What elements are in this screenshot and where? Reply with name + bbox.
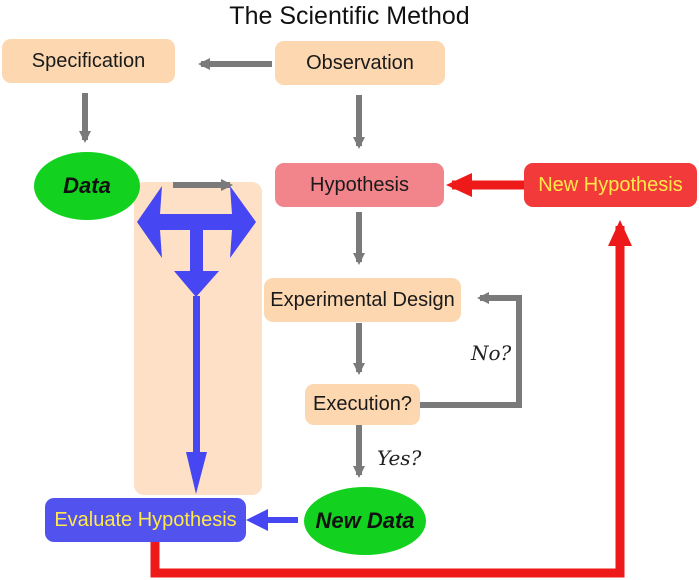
node-execution: Execution? bbox=[305, 384, 420, 425]
node-hypothesis: Hypothesis bbox=[275, 163, 444, 207]
diagram-title: The Scientific Method bbox=[229, 2, 470, 30]
node-evaluate-hypothesis: Evaluate Hypothesis bbox=[45, 498, 246, 542]
evaluation-branch-symbol bbox=[137, 186, 256, 494]
node-experimental-design: Experimental Design bbox=[264, 278, 461, 322]
node-observation: Observation bbox=[275, 41, 445, 85]
edge-evaluate-newhypothesis bbox=[150, 220, 632, 578]
node-new-hypothesis: New Hypothesis bbox=[524, 163, 697, 207]
node-data: Data bbox=[34, 152, 140, 220]
label-no: No? bbox=[471, 341, 512, 365]
node-specification: Specification bbox=[2, 39, 175, 83]
node-new-data: New Data bbox=[304, 487, 426, 555]
label-yes: Yes? bbox=[377, 446, 422, 470]
edge-execution-design-no bbox=[420, 292, 522, 408]
